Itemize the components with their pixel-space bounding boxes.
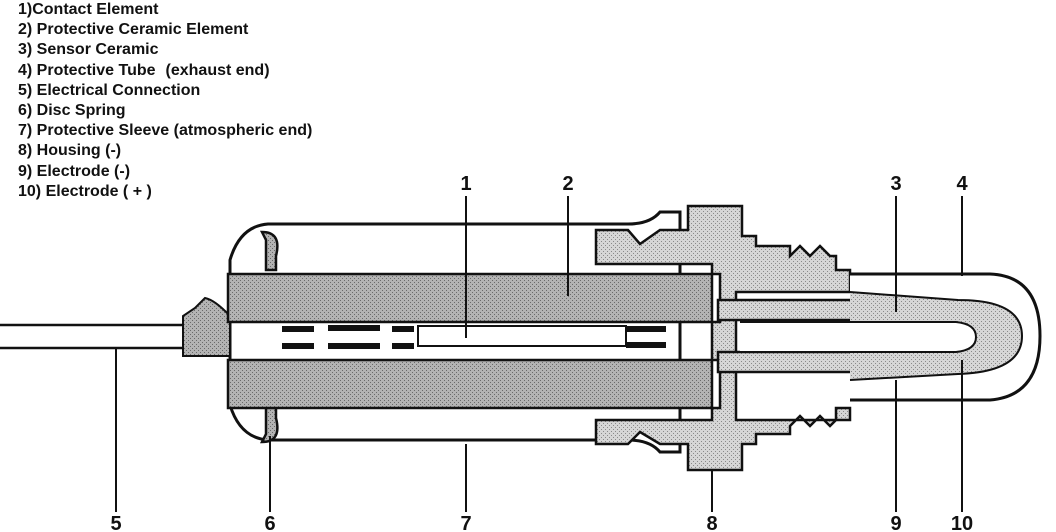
contact-element [417,325,627,347]
callout-leaders [115,196,963,512]
protective-ceramic-element-lower [226,358,714,410]
legend-note-exhaust-end: (exhaust end) [165,61,270,79]
callout-7: 7 [460,513,471,532]
disc-spring [259,230,279,272]
legend-item-contact-element: 1)Contact Element [18,1,159,18]
legend-item-housing: 8) Housing (-) [18,142,122,160]
housing [594,204,852,472]
electrical-connection-wires [0,323,190,350]
legend-item-electrode-positive: 10) Electrode ( + ) [18,182,152,200]
electrode-inner [740,321,978,353]
callout-2: 2 [562,173,573,195]
legend-item-protective-ceramic-element: 2) Protective Ceramic Element [18,21,249,39]
legend-item-sensor-ceramic: 3) Sensor Ceramic [18,41,159,59]
callout-4: 4 [956,173,968,195]
callout-5: 5 [110,513,121,532]
callout-10: 10 [951,513,973,532]
contact-element-cap [182,296,231,357]
callout-8: 8 [706,513,717,532]
callout-6: 6 [264,513,275,532]
callout-9: 9 [890,513,901,532]
legend-item-electrical-connection: 5) Electrical Connection [18,81,201,99]
callout-3: 3 [890,173,901,195]
legend-item-disc-spring: 6) Disc Spring [18,101,126,119]
callout-1: 1 [460,173,471,195]
legend-item-electrode-negative: 9) Electrode (-) [18,162,131,180]
parts-legend: 1)Contact Element 2) Protective Ceramic … [18,0,312,202]
protective-ceramic-element-upper [226,272,714,324]
legend-item-protective-tube: 4) Protective Tube(exhaust end) [18,61,270,79]
legend-item-protective-sleeve: 7) Protective Sleeve (atmospheric end) [18,122,313,140]
contact-strips [282,325,666,349]
